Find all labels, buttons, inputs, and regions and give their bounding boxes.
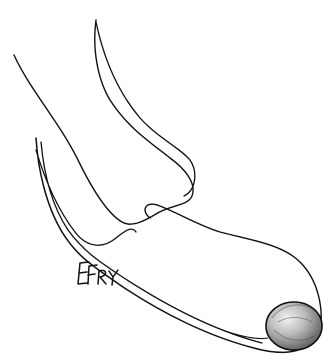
upper-lobe (96, 22, 195, 196)
outer-contour-inner (36, 150, 136, 245)
cord (222, 330, 268, 339)
shaded-ball (266, 302, 322, 350)
tube-inner (41, 142, 262, 343)
